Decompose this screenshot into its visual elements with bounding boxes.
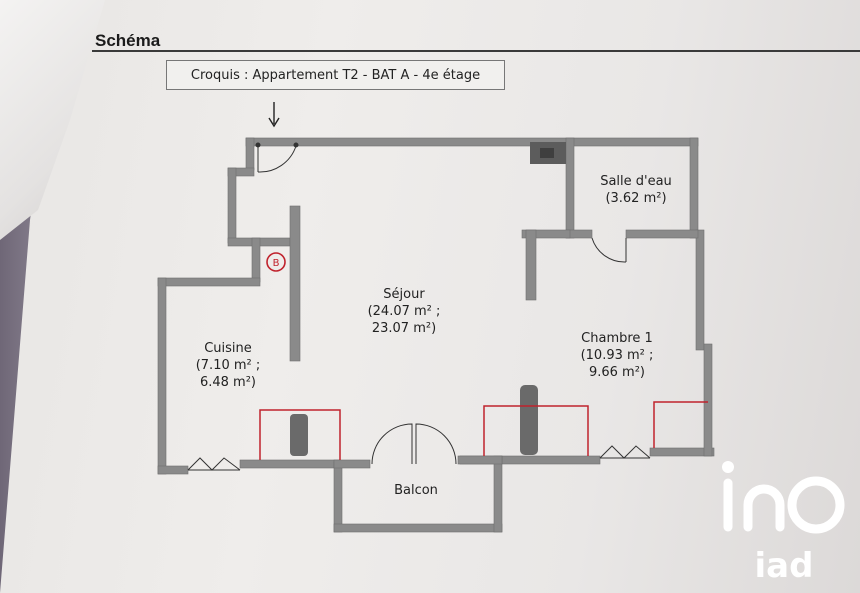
radiator-kitchen [259,409,341,460]
entry-arrow-icon [268,102,280,128]
wall-kitchen-left [157,277,167,475]
window-chambre-icon [599,445,651,459]
wall-top [245,137,699,147]
room-name: Séjour [383,287,425,302]
room-name: Salle d'eau [600,174,672,189]
boiler-icon: B [266,252,286,272]
wall-bath-left [565,137,575,239]
room-area: (24.07 m² ; [367,304,441,319]
wall-balcony-right [493,455,503,533]
wall-balcony-bottom [333,523,503,533]
room-area: (10.93 m² ; [580,348,654,363]
room-area: (7.10 m² ; [195,358,261,373]
wall-balcony-top-right [457,455,503,465]
wall-bottom-2 [239,459,341,469]
column-sejour [520,385,538,455]
room-salle-d-eau: Salle d'eau (3.62 m²) [584,173,688,207]
room-area: (3.62 m²) [605,191,667,206]
radiator-chambre [653,401,708,448]
walls [157,137,715,533]
room-chambre-1: Chambre 1 (10.93 m² ; 9.66 m²) [562,330,672,381]
wall-kitchen-top [157,277,261,287]
room-area-2: 6.48 m²) [199,375,257,390]
room-name: Chambre 1 [581,331,653,346]
wall-chambre-top [521,229,571,239]
room-name: Balcon [394,483,438,498]
radiators [259,401,708,460]
wall-bottom-4 [649,447,715,457]
room-area-2: 23.07 m²) [371,321,437,336]
room-balcon: Balcon [368,482,464,499]
balcony-door-icon [371,423,457,465]
wall-entry-left-top [245,137,255,171]
column-kitchen [290,414,308,456]
wall-balcony-top-left [333,459,371,469]
plan-caption-box: Croquis : Appartement T2 - BAT A - 4e ét… [166,60,505,90]
entry-door-icon [255,142,299,173]
wall-chambre-partition [525,229,537,301]
plan-caption: Croquis : Appartement T2 - BAT A - 4e ét… [190,67,481,83]
room-sejour: Séjour (24.07 m² ; 23.07 m²) [354,286,454,337]
wall-bottom-1 [157,465,189,475]
wall-bath-bottom-right [625,229,699,239]
wall-balcony-left [333,461,343,533]
wall-right-mid [695,229,705,351]
wall-kitchen-top-stub [251,237,261,283]
wall-entry-left [227,167,237,244]
room-cuisine: Cuisine (7.10 m² ; 6.48 m²) [178,340,278,391]
room-name: Cuisine [204,341,252,356]
window-kitchen-icon [187,457,241,471]
wall-right-upper [689,137,699,239]
radiator-sejour [483,405,589,456]
bathroom-door-icon [591,237,627,263]
room-area-2: 9.66 m²) [588,365,646,380]
section-divider [92,50,860,52]
wall-sejour-partition [289,205,301,362]
section-title: Schéma [95,31,161,50]
wall-right-lower [703,343,713,457]
iad-logo-icon: iad [722,461,845,586]
technical-shaft-inner [540,148,554,158]
iad-wordmark: iad [755,546,814,586]
boiler-label: B [273,258,280,269]
